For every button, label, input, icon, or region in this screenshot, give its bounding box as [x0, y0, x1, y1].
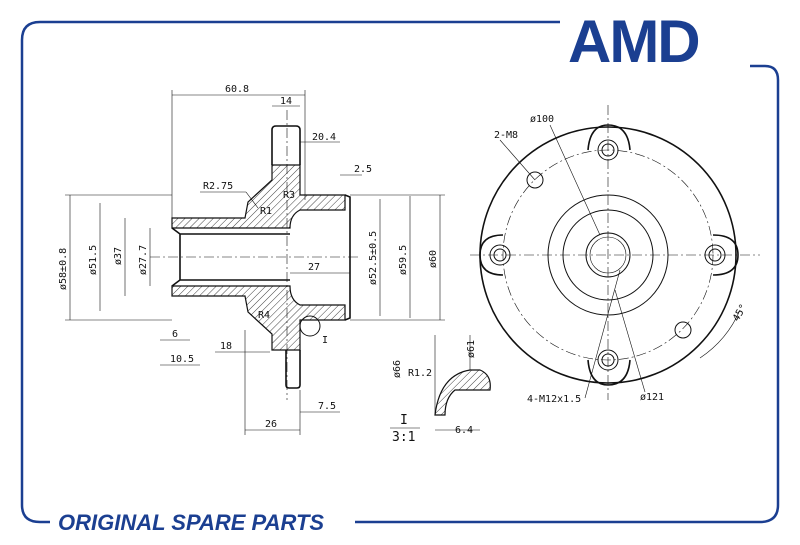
dim-dia515: ø51.5: [88, 245, 99, 275]
bolt-circle: [502, 149, 714, 361]
footer-tagline: ORIGINAL SPARE PARTS: [58, 510, 324, 535]
dim-dia595: ø59.5: [398, 245, 409, 275]
m8-hole-lower: [674, 321, 692, 339]
dim-dia525: ø52.5±0.5: [368, 231, 379, 285]
dim-6: 6: [172, 329, 178, 340]
label-r275: R2.75: [203, 181, 233, 192]
spline-circle: [585, 232, 631, 278]
detail-scale: 3:1: [392, 430, 415, 445]
detail-i-section: [434, 369, 491, 416]
dim-75: 7.5: [318, 401, 336, 412]
detail-dia61: ø61: [466, 340, 477, 358]
dim-dia60: ø60: [428, 250, 439, 268]
dim-26: 26: [265, 419, 277, 430]
label-r1: R1: [260, 206, 272, 217]
dim-105: 10.5: [170, 354, 194, 365]
hub-section-lower: [171, 285, 346, 351]
brand-logo: AMD: [568, 8, 701, 75]
label-r4: R4: [258, 310, 270, 321]
hub-section-upper: [171, 164, 346, 229]
side-section-view: 60.8 14 20.4 2.5 R2.75 R3 R1 ø58±0.8 ø51…: [58, 84, 445, 435]
front-view: ø100 2-M8 4-M12x1.5 ø121 45°: [470, 105, 760, 405]
dim-608: 60.8: [225, 84, 249, 95]
m8-hole-upper: [526, 171, 544, 189]
lug-right: [712, 234, 739, 276]
border-frame: [20, 20, 780, 524]
label-4-m12: 4-M12x1.5: [527, 394, 581, 405]
dim-dia37: ø37: [113, 247, 124, 265]
detail-i-marker: [299, 315, 321, 337]
lug-left: [479, 234, 504, 276]
detail-i-view: ø66 R1.2 ø61 I 3:1 6.4: [390, 335, 491, 445]
dim-dia58: ø58±0.8: [58, 248, 69, 290]
flange-ear-upper: [271, 125, 301, 165]
detail-r12: R1.2: [408, 368, 432, 379]
dim-27: 27: [308, 262, 320, 273]
label-dia121: ø121: [640, 392, 664, 403]
label-dia100: ø100: [530, 114, 554, 125]
detail-d64: 6.4: [455, 425, 473, 436]
label-45deg: 45°: [731, 302, 750, 323]
hub-inner-circle: [562, 209, 654, 301]
flange-ear-lower: [285, 350, 301, 389]
detail-label: I: [400, 413, 408, 428]
detail-dia66: ø66: [392, 360, 403, 378]
dim-14: 14: [280, 96, 292, 107]
hub-bore: [171, 227, 290, 287]
dim-18: 18: [220, 341, 232, 352]
label-detail-ref: I: [322, 335, 328, 346]
label-2-m8: 2-M8: [494, 130, 518, 141]
dim-204: 20.4: [312, 132, 336, 143]
label-r3: R3: [283, 190, 295, 201]
lug-top: [587, 124, 631, 151]
dim-dia277: ø27.7: [138, 245, 149, 275]
dim-25: 2.5: [354, 164, 372, 175]
svg-text:AMD: AMD: [568, 8, 699, 75]
flange-outer: [344, 194, 351, 321]
lug-bottom: [587, 359, 631, 386]
